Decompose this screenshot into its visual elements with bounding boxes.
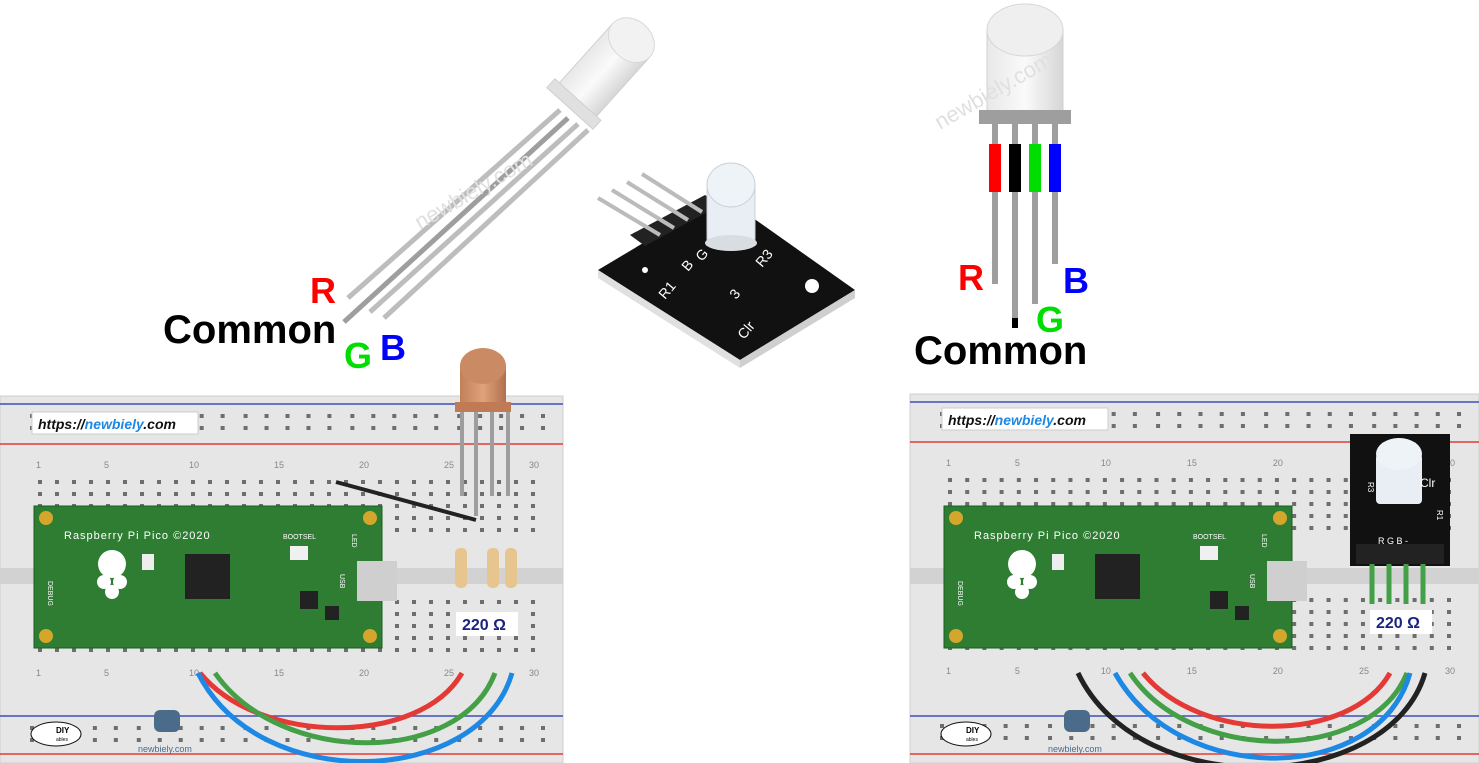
left-led-label: LED (350, 534, 357, 548)
column-number: 10 (189, 460, 199, 470)
left-label-b: B (380, 327, 406, 368)
column-number: 15 (274, 460, 284, 470)
left-diy-logo-sub: ables (56, 737, 68, 743)
column-number: 30 (1445, 458, 1455, 468)
left-resistor-label: 220 Ω (462, 617, 506, 634)
left-bootsel-label: BOOTSEL (283, 534, 316, 541)
column-number: 10 (1101, 666, 1111, 676)
right-newbiely-logo: newbiely.com (1048, 744, 1102, 754)
column-number: 15 (1187, 458, 1197, 468)
column-number: 1 (946, 458, 951, 468)
right-led-label: LED (1260, 534, 1267, 548)
column-number: 20 (1273, 458, 1283, 468)
column-number: 30 (529, 460, 539, 470)
left-black-wire (335, 480, 477, 522)
left-green-wire (212, 671, 498, 746)
column-number: 1 (36, 460, 41, 470)
left-debug-label: DEBUG (46, 581, 53, 606)
right-label-b: B (1063, 260, 1089, 301)
right-usb-label: USB (1248, 574, 1255, 589)
right-breadboard: https://newbiely.com 1155101015152020252… (909, 393, 1479, 763)
left-label-r: R (310, 270, 336, 311)
right-url: https://newbiely.com (948, 412, 1086, 428)
left-red-wire (198, 671, 465, 731)
left-pico-board: Raspberry Pi Pico ©2020 BOOTSEL DEBUG US… (33, 505, 397, 649)
right-bootsel-label: BOOTSEL (1193, 534, 1226, 541)
left-rgb-led (342, 17, 655, 324)
column-number: 25 (444, 668, 454, 678)
column-number: 20 (1273, 666, 1283, 676)
left-newbiely-logo: newbiely.com (138, 744, 192, 754)
left-url: https://newbiely.com (38, 416, 176, 432)
left-pico-label: Raspberry Pi Pico ©2020 (64, 530, 211, 542)
column-number: 10 (1101, 458, 1111, 468)
column-number: 15 (274, 668, 284, 678)
right-resistor-label: 220 Ω (1376, 615, 1420, 632)
right-label-common: Common (914, 329, 1087, 373)
column-number: 5 (104, 460, 109, 470)
right-module-on-board: Clr R3 R1 R G B - (1350, 434, 1450, 604)
right-pico-board: Raspberry Pi Pico ©2020 BOOTSEL DEBUG US… (943, 505, 1307, 649)
right-diy-logo: DIY (966, 726, 980, 735)
column-number: 25 (1359, 666, 1369, 676)
right-module-r3: R3 (1366, 482, 1375, 493)
right-label-g: G (1036, 299, 1064, 340)
column-number: 20 (359, 668, 369, 678)
right-black-wire (1075, 671, 1428, 763)
column-number: 30 (1445, 666, 1455, 676)
right-green-wire (1127, 671, 1410, 744)
left-led-on-board (455, 348, 511, 516)
right-diy-logo-sub: ables (966, 737, 978, 743)
column-number: 5 (104, 668, 109, 678)
left-breadboard: https://newbiely.com 1155101015152020252… (0, 348, 564, 763)
left-blue-wire (195, 671, 515, 763)
left-resistors (455, 548, 517, 588)
rgb-led-module: R1 B G 3 Clr R3 (596, 162, 855, 368)
right-rgb-led (979, 3, 1071, 328)
right-debug-label: DEBUG (956, 581, 963, 606)
column-number: 1 (946, 666, 951, 676)
column-number: 25 (444, 460, 454, 470)
column-number: 5 (1015, 458, 1020, 468)
right-pico-label: Raspberry Pi Pico ©2020 (974, 530, 1121, 542)
right-blue-wire (1112, 671, 1413, 761)
column-number: 15 (1187, 666, 1197, 676)
column-number: 20 (359, 460, 369, 470)
left-diy-logo: DIY (56, 726, 70, 735)
left-label-g: G (344, 335, 372, 376)
right-label-r: R (958, 257, 984, 298)
left-usb-label: USB (338, 574, 345, 589)
column-number: 30 (529, 668, 539, 678)
column-number: 1 (36, 668, 41, 678)
column-number: 5 (1015, 666, 1020, 676)
right-red-wire (1141, 671, 1393, 729)
right-module-r1: R1 (1435, 510, 1444, 521)
right-module-pins: R G B - (1378, 536, 1408, 546)
column-number: 10 (189, 668, 199, 678)
left-label-common: Common (163, 308, 336, 352)
right-module-clr: Clr (1420, 476, 1435, 490)
